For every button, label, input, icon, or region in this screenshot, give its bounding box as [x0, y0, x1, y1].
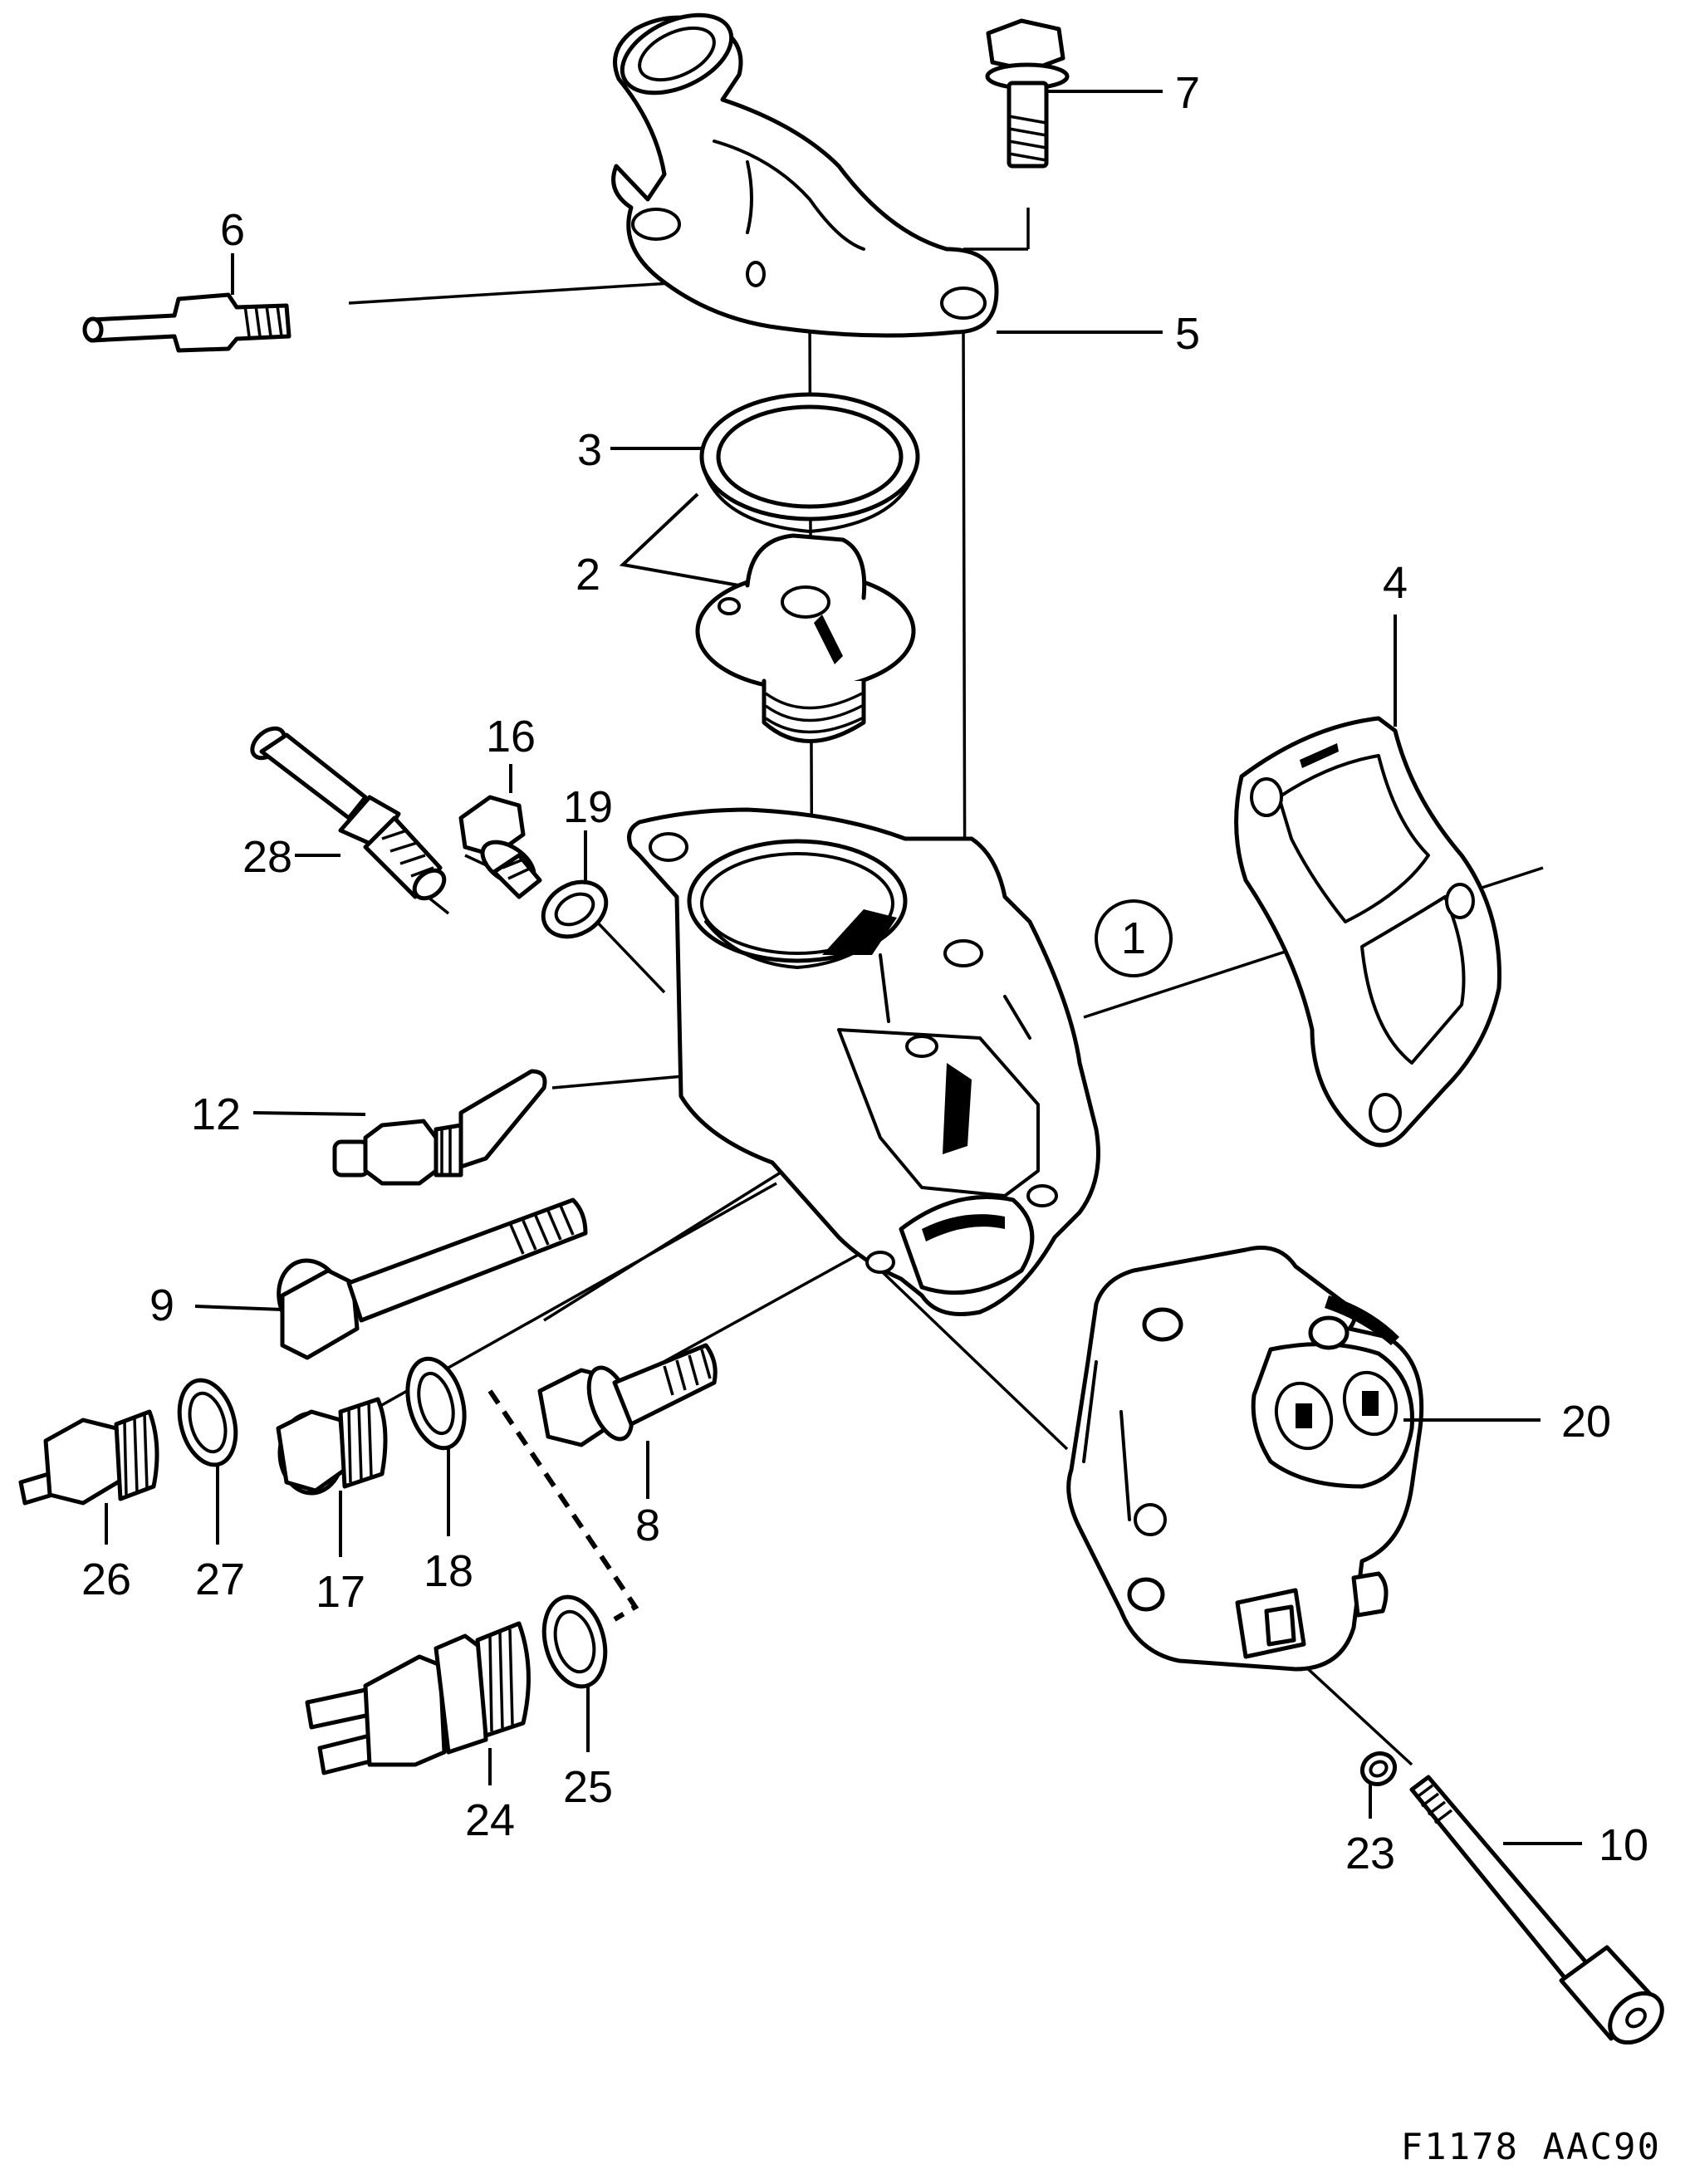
callout-26: 26	[81, 1555, 131, 1604]
plug-16	[458, 795, 542, 899]
long-screw	[1409, 1775, 1664, 2045]
callout-3: 3	[577, 425, 602, 475]
callout-28: 28	[242, 832, 292, 882]
temperature-probe	[250, 726, 447, 901]
callout-1: 1	[1121, 913, 1146, 963]
sealing-ring	[699, 392, 920, 533]
switch-sender	[305, 1621, 531, 1775]
drain-plug-26	[18, 1409, 159, 1506]
figure-reference-code: F1178 AAC90	[1401, 2126, 1661, 2168]
callout-6: 6	[220, 205, 245, 255]
washer-18	[405, 1356, 467, 1451]
thermostat	[695, 533, 916, 743]
temperature-sensor	[332, 1069, 547, 1186]
bleed-nipple	[82, 292, 291, 353]
callout-numbers: 1 2 3 4 5 6 7 8 9 10 12 16 17 18 19 20 2…	[81, 68, 1648, 1878]
pump-actuator	[1066, 1246, 1424, 1672]
flange-bolt-top	[985, 18, 1070, 169]
callout-24: 24	[465, 1795, 515, 1845]
plug-17	[276, 1397, 388, 1496]
washer-27	[177, 1378, 238, 1467]
short-flange-bolt	[537, 1343, 718, 1447]
dashed-connector	[487, 1389, 639, 1622]
washer-25	[541, 1594, 608, 1689]
leader-lines	[105, 90, 1582, 1845]
callout-23: 23	[1345, 1829, 1395, 1878]
callout-4: 4	[1383, 558, 1408, 608]
callout-5: 5	[1175, 309, 1200, 359]
callout-27: 27	[195, 1555, 245, 1604]
callout-8: 8	[635, 1501, 660, 1550]
gasket	[1234, 716, 1501, 1148]
callout-2: 2	[576, 550, 600, 600]
callout-circle-1	[1095, 899, 1173, 977]
callout-16: 16	[486, 712, 536, 761]
callout-12: 12	[191, 1090, 241, 1139]
callout-25: 25	[563, 1762, 613, 1812]
washer-23	[1359, 1751, 1398, 1787]
callout-20: 20	[1561, 1397, 1611, 1447]
long-flange-bolt	[277, 1197, 588, 1360]
washer-19	[541, 879, 609, 939]
callout-17: 17	[316, 1567, 365, 1617]
callout-7: 7	[1175, 68, 1200, 118]
callout-19: 19	[563, 782, 613, 832]
thermostat-cover	[611, 12, 999, 338]
callout-9: 9	[149, 1281, 174, 1330]
callout-18: 18	[424, 1546, 473, 1596]
callout-10: 10	[1599, 1820, 1648, 1870]
main-housing	[627, 807, 1100, 1316]
